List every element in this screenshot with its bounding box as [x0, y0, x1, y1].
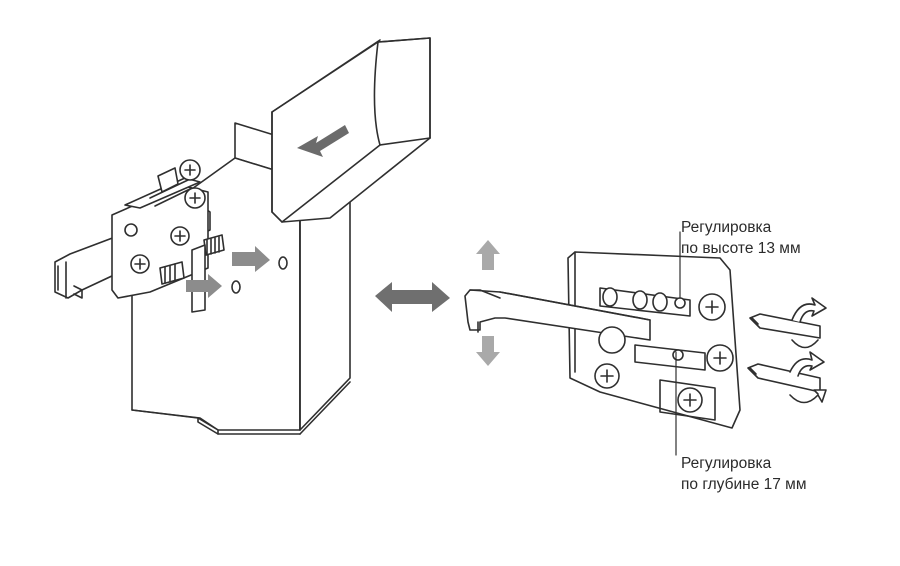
callout-height-adjustment: Регулировка по высоте 13 мм	[681, 217, 801, 259]
screwdriver-upper	[749, 297, 827, 349]
callout-height-line2: по высоте 13 мм	[681, 240, 801, 257]
callout-depth-adjustment: Регулировка по глубине 17 мм	[681, 453, 806, 495]
callout-depth-line2: по глубине 17 мм	[681, 476, 807, 493]
left-hinge	[54, 159, 225, 313]
callout-height-line1: Регулировка	[681, 219, 772, 236]
right-hinge	[464, 251, 741, 429]
callout-depth-line1: Регулировка	[681, 455, 772, 472]
down-arrow	[476, 336, 500, 366]
screwdriver-lower	[747, 351, 827, 404]
double-arrow	[375, 282, 450, 312]
door-panel	[271, 37, 431, 223]
door-arrow	[297, 125, 349, 157]
insert-arrow-upper	[232, 246, 270, 272]
up-arrow	[476, 240, 500, 270]
insert-arrow-lower	[186, 274, 222, 298]
